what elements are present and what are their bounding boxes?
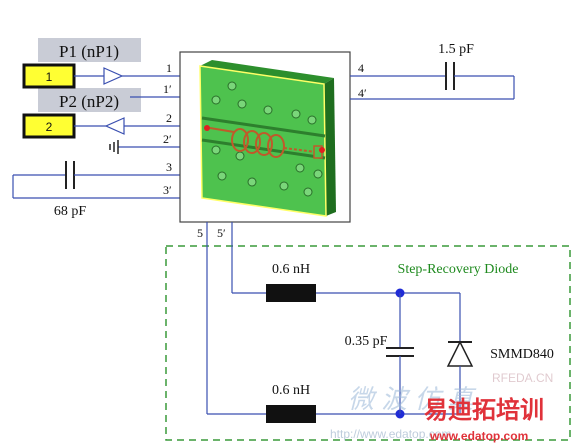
board-3d-image: [199, 60, 336, 217]
watermark-brand: 易迪拓培训: [424, 396, 544, 424]
cap-mid-label: 0.35 pF: [345, 334, 388, 349]
watermark-url2: www.edatop.com: [429, 429, 528, 443]
port-1-number: 1: [46, 70, 53, 84]
ind-top-label: 0.6 nH: [272, 262, 310, 277]
inductor-bottom-icon: [266, 405, 316, 423]
pin-3p-label: 3′: [163, 183, 172, 197]
p1-label-box: [38, 38, 141, 62]
pin-5-label: 5: [197, 226, 203, 240]
pin-4-label: 4: [358, 61, 364, 75]
pin-3-label: 3: [166, 160, 172, 174]
diode-subcircuit-box: [165, 245, 571, 441]
port-1-arrow-icon: [103, 67, 124, 85]
cap-top-label: 1.5 pF: [438, 42, 474, 57]
p1-label: P1 (nP1): [59, 42, 119, 61]
port-2-arrow-icon: [104, 117, 125, 135]
pin-2p-label: 2′: [163, 132, 172, 146]
watermark-rfeda: RFEDA.CN: [492, 371, 553, 385]
pin-4p-label: 4′: [358, 86, 367, 100]
cap-left-label: 68 pF: [54, 204, 87, 219]
pin-1-label: 1: [166, 61, 172, 75]
diode-title: Step-Recovery Diode: [398, 262, 519, 277]
watermark-url: http://www.edatop.com: [330, 427, 451, 441]
pin-2-label: 2: [166, 111, 172, 125]
pin-5p-label: 5′: [217, 226, 226, 240]
diode-part-label: SMMD840: [490, 347, 554, 362]
ind-bottom-label: 0.6 nH: [272, 383, 310, 398]
p2-label-box: [38, 88, 141, 112]
inductor-top-icon: [266, 284, 316, 302]
port-2-number: 2: [46, 120, 53, 134]
p2-label: P2 (nP2): [59, 92, 119, 111]
watermark: 微 波 仿 真 RFEDA.CN http://www.edatop.com: [330, 371, 553, 441]
watermark-cn-large: 微 波 仿 真: [348, 384, 477, 414]
pin-1p-label: 1′: [163, 82, 172, 96]
